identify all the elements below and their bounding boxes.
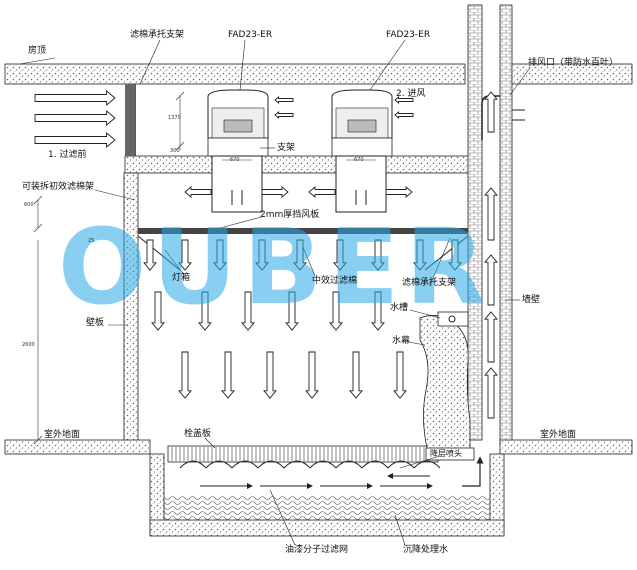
paint-mist-net xyxy=(179,460,441,469)
filter-support-bar xyxy=(137,228,469,271)
airflow-arrow-down xyxy=(371,239,385,271)
airflow-arrow-down xyxy=(241,291,255,331)
roof-label: 房顶 xyxy=(28,46,47,56)
unit-right-label: FAD23-ER xyxy=(386,30,431,40)
brand-watermark: OUBER xyxy=(58,206,492,328)
airflow-arrow-down xyxy=(371,291,385,331)
airflow-arrow-down xyxy=(143,239,157,271)
ground-left-label: 室外地面 xyxy=(44,430,81,440)
paint-mist-net-label: 油漆分子过滤网 xyxy=(285,545,349,555)
airflow-arrow-right xyxy=(34,90,116,106)
airflow-arrow-up xyxy=(484,254,498,306)
airflow-arrow-left xyxy=(274,111,294,119)
mist-net-segment xyxy=(283,460,311,469)
airflow-arrow-up xyxy=(484,311,498,363)
grating-label: 栓盖板 xyxy=(184,429,212,439)
dim-600: 600 xyxy=(24,202,34,208)
ground xyxy=(4,439,633,455)
pit-flow-arrows xyxy=(200,473,433,489)
airflow-arrow-left xyxy=(308,186,336,198)
removable-filter-label: 可装拆初效滤棉架 xyxy=(22,182,95,192)
dim-25: 25 xyxy=(88,238,95,244)
pit-exit-arrow xyxy=(462,456,484,487)
prefilter-frame xyxy=(125,84,135,156)
ground-right-label: 室外地面 xyxy=(540,430,577,440)
bracket-label: 支架 xyxy=(277,143,296,153)
dim-1370: 1370 xyxy=(168,115,181,121)
airflow-arrow-down xyxy=(413,239,427,271)
lamp-box-label: 灯箱 xyxy=(172,273,191,283)
airflow-arrow-down xyxy=(305,351,319,399)
airflow-arrow-down xyxy=(448,239,462,271)
airflow-arrow-right xyxy=(34,110,116,126)
intake-label: 2. 进风 xyxy=(396,89,426,99)
airflow-arrow-down xyxy=(349,351,363,399)
mist-net-segment xyxy=(361,460,389,469)
spray-nozzle-label: 降层喷头 xyxy=(430,449,462,458)
airflow-arrow-up xyxy=(484,187,498,241)
airflow-arrow-up xyxy=(484,367,498,419)
water-tank-label: 水槽 xyxy=(390,303,409,313)
prefilter-label: 1. 过滤前 xyxy=(48,150,87,160)
mist-net-segment xyxy=(309,460,337,469)
airflow-arrow-down xyxy=(221,351,235,399)
mist-net-segment xyxy=(257,460,285,469)
airflow-arrow-left xyxy=(274,96,294,104)
airflow-arrow-down xyxy=(263,351,277,399)
water-curtain-label: 水幕 xyxy=(392,336,411,346)
airflow-arrow-left xyxy=(184,186,212,198)
sediment-water-label: 沉降处理水 xyxy=(403,545,449,555)
filter-support-top-label: 滤棉承托支架 xyxy=(130,30,185,40)
dim-300: 300 xyxy=(170,148,180,154)
airflow-arrow-down xyxy=(285,291,299,331)
mist-net-segment xyxy=(335,460,363,469)
airflow-arrow-right xyxy=(261,186,289,198)
airflow-arrow-down xyxy=(293,239,307,271)
airflow-arrow-down xyxy=(393,351,407,399)
grating xyxy=(167,445,439,463)
airflow-arrow-down xyxy=(213,239,227,271)
exhaust-label: 排风口（带防水百叶） xyxy=(528,58,619,68)
water-curtain xyxy=(419,311,475,461)
mist-net-segment xyxy=(205,460,233,469)
exhaust-duct xyxy=(467,4,525,446)
airflow-arrow-left xyxy=(394,96,414,104)
airflow-arrow-down xyxy=(178,239,192,271)
wind-plate-label: 2mm厚挡风板 xyxy=(260,210,320,220)
dimension-lines xyxy=(33,91,376,445)
mist-net-segment xyxy=(413,460,441,469)
airflow-arrow-down xyxy=(151,291,165,331)
air-unit-right xyxy=(331,89,393,213)
mist-net-segment xyxy=(231,460,259,469)
filter-support-mid-label: 滤棉承托支架 xyxy=(402,278,457,288)
wall-panel-label: 壁板 xyxy=(86,318,105,328)
airflow-arrows xyxy=(34,90,500,487)
pit xyxy=(149,453,505,537)
roof-slab xyxy=(4,63,466,85)
air-unit-left xyxy=(207,89,269,213)
airflow-arrow-down xyxy=(333,239,347,271)
dim-670-right: 670 xyxy=(354,157,364,163)
mist-net-segment xyxy=(387,460,415,469)
unit-left-label: FAD23-ER xyxy=(228,30,273,40)
mist-net-segment xyxy=(179,460,207,469)
airflow-arrow-down xyxy=(178,351,192,399)
airflow-arrow-up xyxy=(484,91,498,133)
medium-filter-label: 中效过滤棉 xyxy=(312,276,358,286)
airflow-arrow-down xyxy=(329,291,343,331)
right-roof-segment xyxy=(511,63,633,85)
airflow-arrow-down xyxy=(198,291,212,331)
airflow-arrow-right xyxy=(34,132,116,148)
dim-2600: 2600 xyxy=(22,342,35,348)
wall-label: 墙壁 xyxy=(522,295,541,305)
airflow-arrow-down xyxy=(255,239,269,271)
airflow-arrow-left xyxy=(394,111,414,119)
dim-670-left: 670 xyxy=(230,157,240,163)
airflow-arrow-right xyxy=(385,186,413,198)
